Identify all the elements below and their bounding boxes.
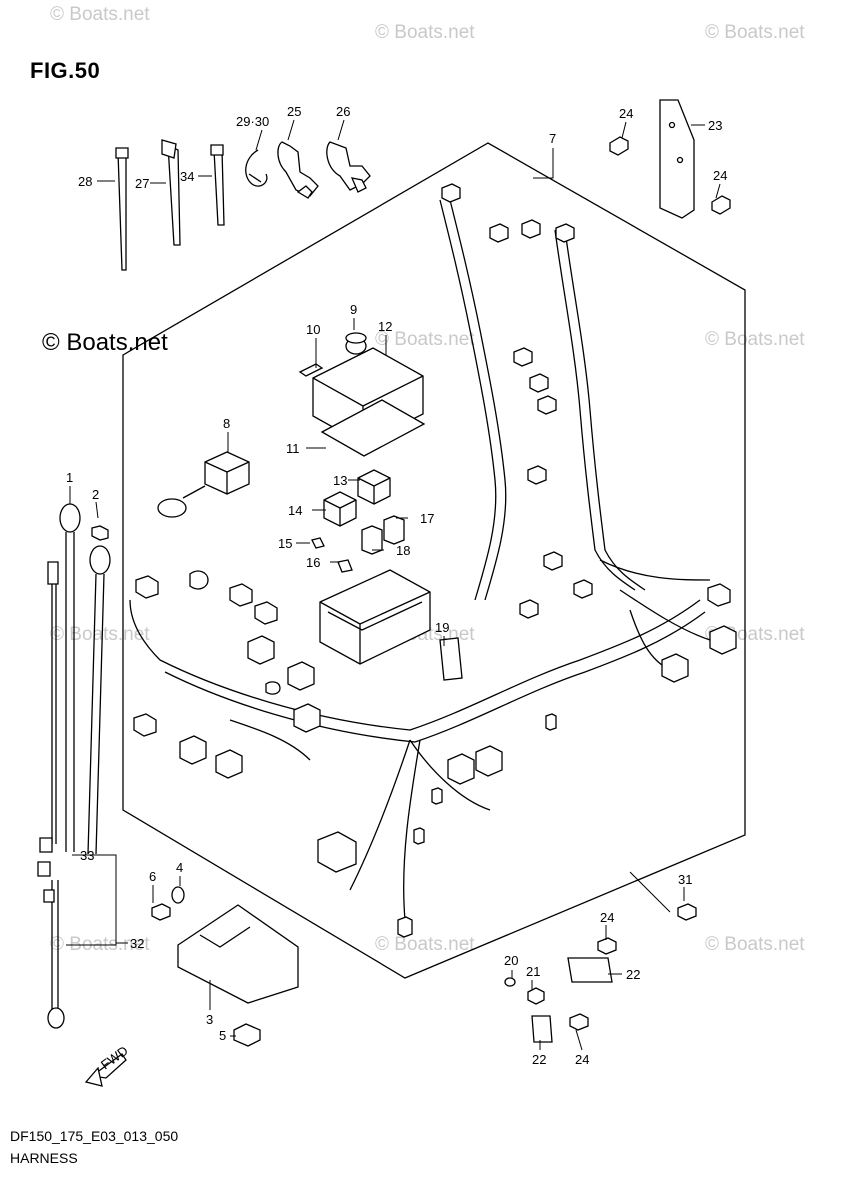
relays: [311, 469, 405, 573]
watermark: © Boats.net: [50, 4, 150, 25]
callout-21: 21: [526, 964, 540, 979]
callout-24: 24: [713, 168, 727, 183]
callout-33: 33: [80, 848, 94, 863]
callout-22: 22: [626, 967, 640, 982]
callout-31: 31: [678, 872, 692, 887]
bottom-bracket: [151, 886, 697, 1047]
watermark: © Boats.net: [50, 624, 150, 645]
callout-24: 24: [600, 910, 614, 925]
callout-9: 9: [350, 302, 357, 317]
callout-12: 12: [378, 319, 392, 334]
callout-22: 22: [532, 1052, 546, 1067]
callout-29-30: 29·30: [236, 114, 269, 129]
figure-code: DF150_175_E03_013_050: [10, 1128, 179, 1144]
callout-5: 5: [219, 1028, 226, 1043]
watermark: © Boats.net: [705, 329, 805, 350]
callout-28: 28: [78, 174, 92, 189]
connectors: [133, 183, 737, 938]
fuse-box: [298, 332, 426, 457]
callout-13: 13: [333, 473, 347, 488]
callout-7: 7: [549, 131, 556, 146]
bracket-23: [609, 99, 731, 219]
junction-box: [319, 569, 431, 665]
watermark-main: © Boats.net: [42, 329, 168, 356]
callout-19: 19: [435, 620, 449, 635]
callout-15: 15: [278, 536, 292, 551]
figure-name: HARNESS: [10, 1150, 78, 1166]
callout-18: 18: [396, 543, 410, 558]
callout-34: 34: [180, 169, 194, 184]
callout-4: 4: [176, 860, 183, 875]
leader-lines: [66, 119, 721, 1051]
callout-24: 24: [575, 1052, 589, 1067]
callout-3: 3: [206, 1012, 213, 1027]
sensor-8: [157, 451, 250, 518]
callout-2: 2: [92, 487, 99, 502]
figure-title: FIG.50: [30, 58, 101, 83]
callout-27: 27: [135, 176, 149, 191]
cable-ties: [115, 139, 371, 271]
battery-cables: [37, 503, 111, 1029]
callout-1: 1: [66, 470, 73, 485]
callout-20: 20: [504, 953, 518, 968]
watermark: © Boats.net: [705, 934, 805, 955]
callout-17: 17: [420, 511, 434, 526]
callout-16: 16: [306, 555, 320, 570]
callout-25: 25: [287, 104, 301, 119]
watermark: © Boats.net: [375, 22, 475, 43]
callouts: 1 2 3 4 5 6 7 8 9 10 11 12 13 14 15 16 1…: [66, 104, 727, 1067]
callout-23: 23: [708, 118, 722, 133]
fwd-arrow: FWD: [84, 1043, 131, 1087]
watermark: © Boats.net: [375, 934, 475, 955]
callout-11: 11: [286, 441, 300, 456]
callout-26: 26: [336, 104, 350, 119]
watermark: © Boats.net: [705, 22, 805, 43]
callout-32: 32: [130, 936, 144, 951]
callout-8: 8: [223, 416, 230, 431]
callout-6: 6: [149, 869, 156, 884]
harness-wires: [129, 199, 711, 921]
callout-14: 14: [288, 503, 302, 518]
callout-10: 10: [306, 322, 320, 337]
watermark: © Boats.net: [375, 329, 475, 350]
assembly-boundary: [122, 142, 746, 979]
callout-24: 24: [619, 106, 633, 121]
